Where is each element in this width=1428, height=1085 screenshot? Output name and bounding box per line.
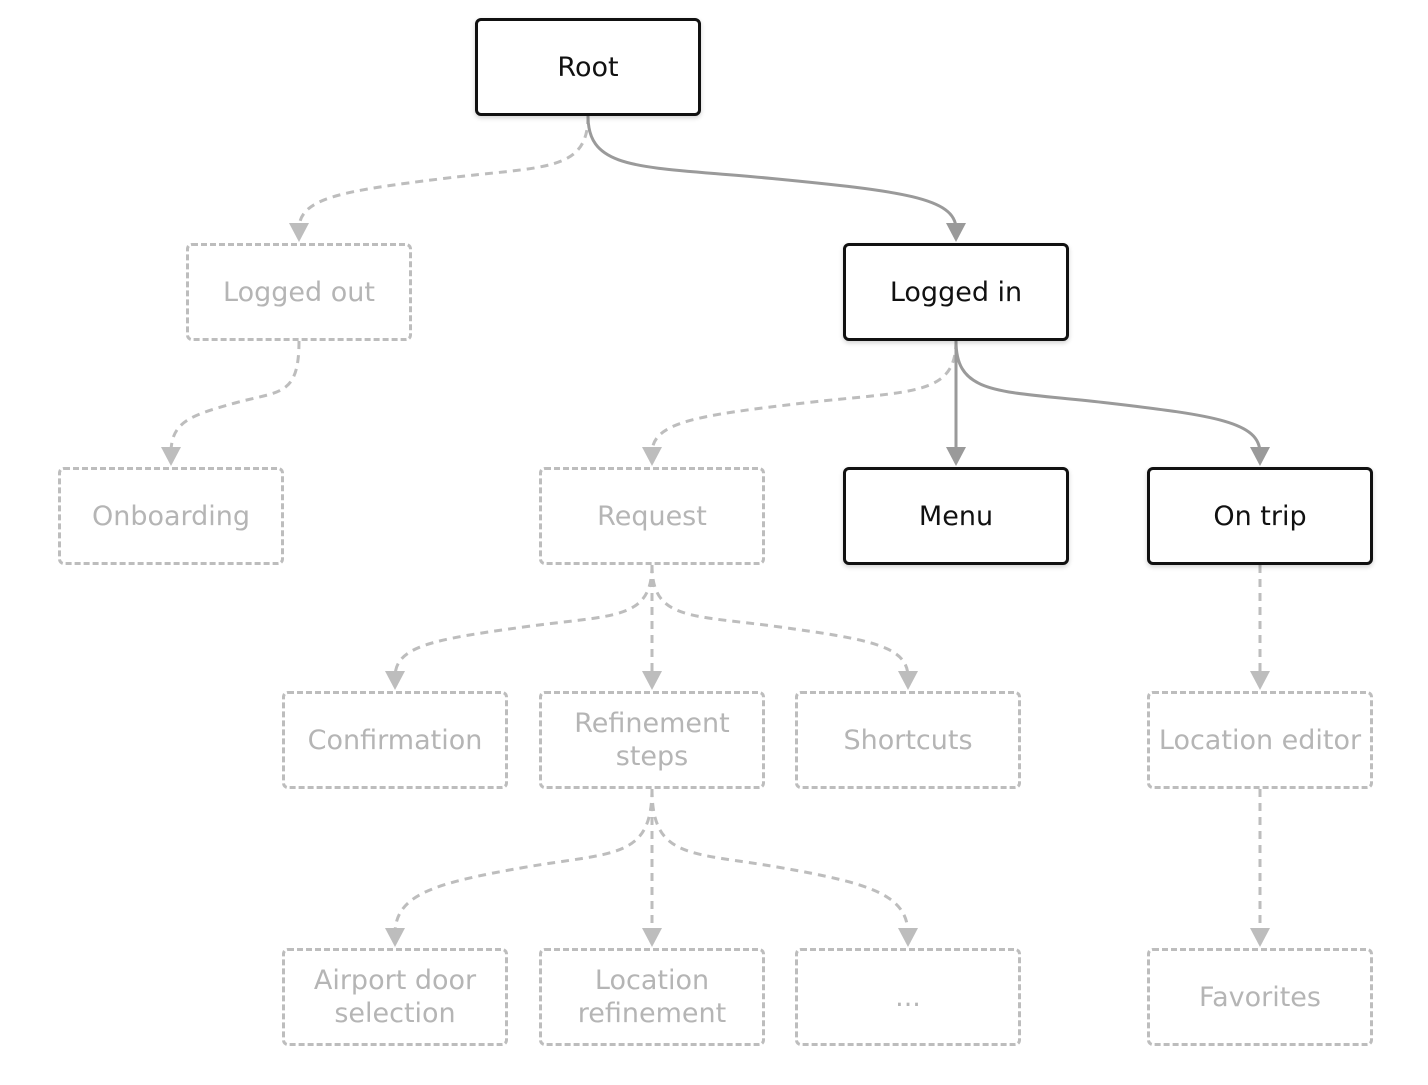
- node-favorites: Favorites: [1147, 948, 1373, 1046]
- edge-request-to-confirmation: [393, 564, 654, 678]
- arrowhead-logged_in-to-on_trip: [1250, 447, 1270, 466]
- edge-request-to-shortcuts: [650, 564, 910, 678]
- node-label-shortcuts: Shortcuts: [843, 724, 973, 756]
- arrowhead-root-to-logged_out: [289, 223, 309, 242]
- node-request: Request: [539, 467, 765, 565]
- arrowhead-loc_editor-to-favorites: [1250, 928, 1270, 947]
- node-label-logged-out: Logged out: [223, 276, 375, 308]
- node-label-menu: Menu: [918, 500, 994, 532]
- arrowhead-refinement-to-airport: [385, 928, 405, 947]
- node-airport-door-selection: Airport door selection: [282, 948, 508, 1046]
- node-label-favorites: Favorites: [1199, 981, 1321, 1013]
- node-location-refinement: Location refinement: [539, 948, 765, 1046]
- node-on-trip: On trip: [1147, 467, 1373, 565]
- node-label-refinement-steps: Refinement steps: [574, 708, 730, 772]
- edge-refinement-to-more: [650, 788, 910, 935]
- node-label-more: ...: [895, 981, 921, 1013]
- arrowhead-logged_in-to-request: [642, 447, 662, 466]
- edge-root-to-logged_in: [586, 115, 958, 230]
- node-logged-in: Logged in: [843, 243, 1069, 341]
- node-location-editor: Location editor: [1147, 691, 1373, 789]
- arrowhead-request-to-shortcuts: [898, 671, 918, 690]
- node-shortcuts: Shortcuts: [795, 691, 1021, 789]
- arrowhead-logged_out-to-onboarding: [161, 447, 181, 466]
- edge-logged_out-to-onboarding: [169, 340, 301, 454]
- node-label-logged-in: Logged in: [889, 276, 1023, 308]
- node-onboarding: Onboarding: [58, 467, 284, 565]
- edge-root-to-logged_out: [297, 115, 590, 230]
- node-label-location-refinement: Location refinement: [577, 965, 727, 1029]
- node-refinement-steps: Refinement steps: [539, 691, 765, 789]
- node-label-location-editor: Location editor: [1158, 724, 1362, 756]
- arrowhead-refinement-to-loc_refine: [642, 928, 662, 947]
- node-confirmation: Confirmation: [282, 691, 508, 789]
- node-more: ...: [795, 948, 1021, 1046]
- node-label-request: Request: [597, 500, 707, 532]
- node-label-confirmation: Confirmation: [307, 724, 483, 756]
- node-label-onboarding: Onboarding: [91, 500, 251, 532]
- arrowhead-logged_in-to-menu: [946, 447, 966, 466]
- node-label-root: Root: [557, 51, 619, 83]
- arrowhead-refinement-to-more: [898, 928, 918, 947]
- edge-logged_in-to-on_trip: [954, 340, 1262, 454]
- node-logged-out: Logged out: [186, 243, 412, 341]
- node-menu: Menu: [843, 467, 1069, 565]
- node-root: Root: [475, 18, 701, 116]
- edge-logged_in-to-request: [650, 340, 958, 454]
- arrowhead-request-to-refinement: [642, 671, 662, 690]
- node-label-airport-door-selection: Airport door selection: [313, 965, 477, 1029]
- edge-refinement-to-airport: [393, 788, 654, 935]
- arrowhead-request-to-confirmation: [385, 671, 405, 690]
- arrowhead-on_trip-to-loc_editor: [1250, 671, 1270, 690]
- arrowhead-root-to-logged_in: [946, 223, 966, 242]
- node-label-on-trip: On trip: [1213, 500, 1307, 532]
